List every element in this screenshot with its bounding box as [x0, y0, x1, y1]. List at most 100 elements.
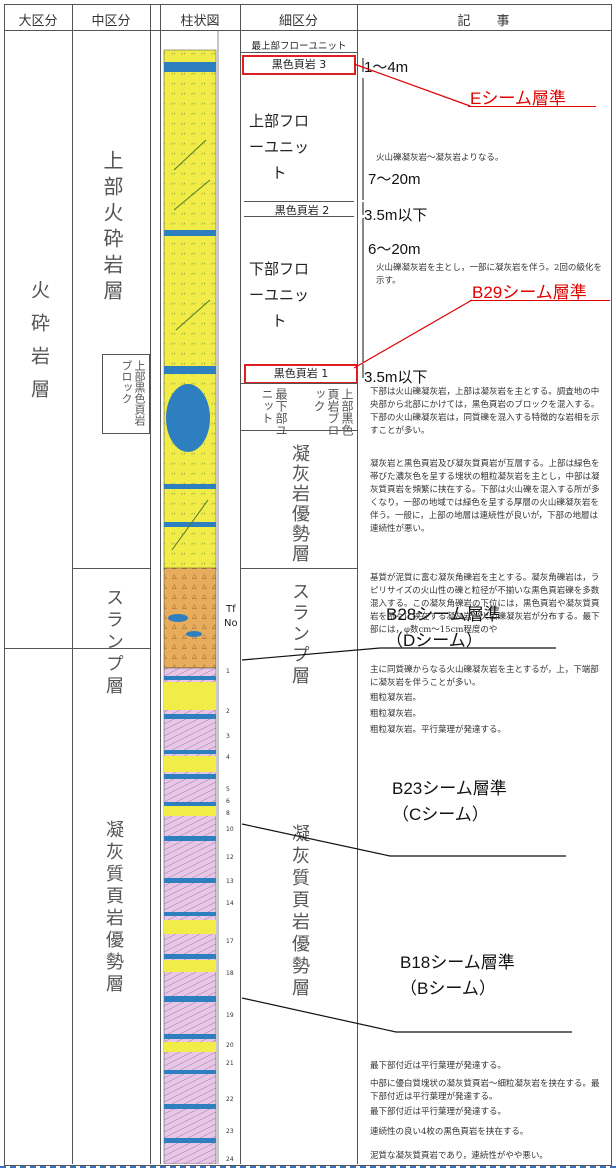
dimension-arrows: [362, 58, 364, 378]
note-slump: 基質が泥質に富む凝灰角礫岩を主とする。凝灰角礫岩は，ラピリサイズの火山性の礫と粒…: [370, 573, 600, 635]
col-divider: [150, 4, 151, 1164]
table-frame: [4, 4, 612, 1166]
middle-divider: [72, 568, 150, 569]
detail-top-flow: 最上部フローユニット: [251, 41, 347, 52]
detail-upper-flow: 上部フローユニット: [248, 112, 309, 182]
shale-layer: [164, 676, 216, 680]
shale-clast: [186, 631, 202, 637]
header-notes: 記 事: [457, 14, 510, 29]
dim-shale2: 3.5m以下: [364, 207, 428, 224]
note-bed-20: 中部に優白質塊状の凝灰質頁岩〜細粒凝灰岩を挟在する。最下部付近は平行葉理が発達す…: [370, 1079, 600, 1102]
bed-number: 24: [226, 1156, 234, 1163]
bed-number: 4: [226, 754, 230, 761]
bed-number: 5: [226, 786, 230, 793]
bottom-dashed-edge: [0, 1166, 616, 1168]
seam-d-label: （Dシーム）: [386, 631, 483, 650]
bed-number: 3: [226, 733, 230, 740]
shale-layer-2: [164, 230, 216, 236]
seam-e-label: Eシーム層準: [470, 89, 566, 108]
seam-b18-label: B18シーム層準: [400, 953, 515, 972]
note-bed-21: 最下部付近は平行葉理が発達する。: [370, 1107, 507, 1117]
note-bed-4: 粗粒凝灰岩。平行葉理が発達する。: [370, 725, 507, 735]
shale-layer: [164, 774, 216, 779]
bed-number: 12: [226, 854, 234, 861]
seam-b18-leader: [241, 997, 572, 1033]
detail-shale1: 黒色頁岩 1: [244, 364, 358, 384]
shale-clast: [168, 614, 188, 622]
bed-number: 23: [226, 1128, 234, 1135]
middle-unit-slump: スランプ層: [103, 588, 124, 698]
shale-layer: [164, 1070, 216, 1074]
bed-number: 18: [226, 970, 234, 977]
note-bottom-flow: 下部は火山礫凝灰岩，上部は凝灰岩を主とする。調査地の中央部から北部にかけては，黒…: [370, 387, 600, 436]
header-column: 柱状図: [180, 14, 220, 29]
dim-lower-flow: 6〜20m: [368, 241, 421, 258]
seam-c-label: （Cシーム）: [392, 805, 489, 824]
shale-layer-3: [164, 62, 216, 72]
header-detail: 細区分: [278, 14, 318, 29]
seam-b28-leader: [241, 647, 556, 661]
bed-number: 6: [226, 798, 230, 805]
middle-subunit-label: 上部黒色頁岩ブロック: [120, 360, 146, 426]
detail-lower-flow: 下部フローユニット: [248, 260, 309, 330]
col-divider: [72, 4, 73, 1164]
detail-shale3: 黒色頁岩 3: [242, 55, 356, 75]
detail-tuff-shale: 凝灰質頁岩優勢層: [289, 824, 310, 1000]
bed-number: 14: [226, 900, 234, 907]
note-lower-flow: 火山礫凝灰岩を主とし，一部に凝灰岩を伴う。2回の級化を示す。: [376, 263, 602, 286]
col-divider: [160, 4, 161, 1164]
bed-number: 1: [226, 668, 230, 675]
col-divider: [357, 4, 358, 1164]
seam-e-leader: [353, 63, 471, 107]
shale-layer: [164, 750, 216, 754]
middle-unit-upper: 上部火砕岩層: [100, 150, 124, 306]
seam-b29-leader: [353, 299, 473, 369]
seam-b29-label: B29シーム層準: [472, 283, 587, 302]
note-upper-flow: 火山礫凝灰岩〜凝灰岩よりなる。: [376, 153, 504, 163]
dim-shale1: 3.5m以下: [364, 369, 428, 386]
major-unit-label: 火砕岩層: [28, 280, 50, 412]
bed-number: 19: [226, 1012, 234, 1019]
detail-bottom-flow: 最下部ユニット: [260, 388, 288, 436]
col-divider: [240, 4, 241, 1164]
note-bed-3: 粗粒凝灰岩。: [370, 709, 422, 719]
dim-upper-flow: 7〜20m: [368, 171, 421, 188]
header-middle: 中区分: [91, 14, 131, 29]
header-divider: [4, 30, 611, 31]
tf-label: Tf: [226, 604, 236, 615]
seam-b23-label: B23シーム層準: [392, 779, 507, 798]
header-major: 大区分: [18, 14, 58, 29]
shale-block: [166, 384, 210, 452]
note-bed-24: 泥質な凝灰質頁岩であり，連続性がやや悪い。: [370, 1151, 548, 1161]
shale-layer: [164, 996, 216, 1002]
shale-layer: [164, 836, 216, 841]
bed-number: 21: [226, 1060, 234, 1067]
bed-number: 20: [226, 1042, 234, 1049]
detail-shale2-box: [244, 201, 354, 217]
middle-divider: [72, 648, 150, 649]
bed-number: 13: [226, 878, 234, 885]
stratigraphic-column: ʻʼ △: [163, 30, 219, 1164]
detail-shale2: 黒色頁岩 2: [274, 204, 330, 217]
detail-slump: スランプ層: [289, 582, 310, 687]
no-label: No: [224, 618, 238, 629]
detail-black-block: 上部黒色頁岩ブロック: [312, 388, 354, 436]
shale-layer-1: [164, 366, 216, 374]
bed-number: 8: [226, 810, 230, 817]
seam-b28-label: B28シーム層準: [386, 605, 501, 624]
note-bed-19: 最下部付近は平行葉理が発達する。: [370, 1061, 507, 1071]
seam-b23-leader: [241, 823, 566, 857]
note-tuff-dominant: 凝灰岩と黒色頁岩及び凝灰質頁岩が互層する。上部は緑色を帯びた濃灰色を呈する塊状の…: [370, 459, 600, 534]
shale-layer: [164, 954, 216, 959]
detail-tuff-dominant: 凝灰岩優勢層: [289, 444, 310, 564]
note-bed-22: 連続性の良い4枚の黒色頁岩を挟在する。: [370, 1127, 529, 1137]
shale-layer: [164, 912, 216, 916]
seam-b-label: （Bシーム）: [400, 979, 496, 998]
note-bed-2: 粗粒凝灰岩。: [370, 693, 422, 703]
middle-unit-tuffshale: 凝灰質頁岩優勢層: [103, 820, 124, 996]
bed-number: 22: [226, 1096, 234, 1103]
middle-subunit-box: [102, 354, 150, 434]
shale-layer: [164, 484, 216, 489]
shale-layer: [164, 714, 216, 719]
shale-layer: [164, 878, 216, 883]
